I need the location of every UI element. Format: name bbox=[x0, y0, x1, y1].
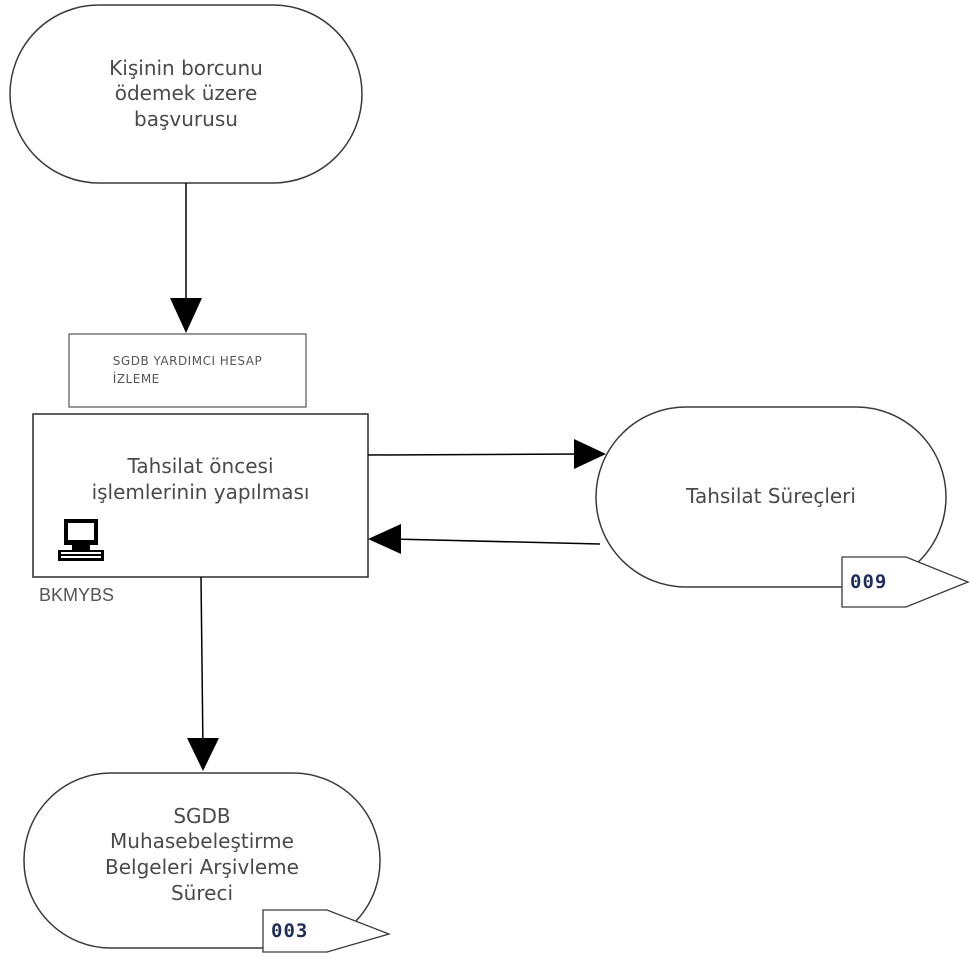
arrow-process-to-archive bbox=[200, 576, 204, 753]
archive-terminator-shape bbox=[23, 772, 381, 949]
connector-009-shape bbox=[841, 556, 970, 608]
screen-reference-box bbox=[68, 333, 307, 408]
arrowhead-right bbox=[574, 439, 606, 469]
arrow-collection-to-process bbox=[391, 538, 601, 545]
collection-terminator-shape bbox=[595, 406, 947, 588]
connector-003-shape bbox=[262, 909, 392, 953]
arrow-process-to-collection bbox=[367, 453, 583, 456]
archive-terminator-label: SGDB Muhasebeleştirme Belgeleri Arşivlem… bbox=[105, 803, 299, 905]
process-label: Tahsilat öncesi işlemlerinin yapılması bbox=[91, 454, 310, 504]
start-terminator-label: Kişinin borcunu ödemek üzere başvurusu bbox=[109, 55, 263, 131]
collection-terminator-label: Tahsilat Süreçleri bbox=[686, 484, 856, 509]
computer-icon bbox=[58, 519, 104, 561]
connector-003-label: 003 bbox=[271, 920, 309, 942]
system-label: BKMYBS bbox=[39, 585, 115, 605]
arrowhead-down-2 bbox=[187, 738, 219, 771]
connector-009-label: 009 bbox=[850, 571, 888, 593]
screen-reference-label: SGDB YARDIMCI HESAP İZLEME bbox=[112, 354, 263, 386]
arrowhead-down-1 bbox=[170, 298, 202, 333]
arrowhead-left bbox=[368, 524, 401, 554]
